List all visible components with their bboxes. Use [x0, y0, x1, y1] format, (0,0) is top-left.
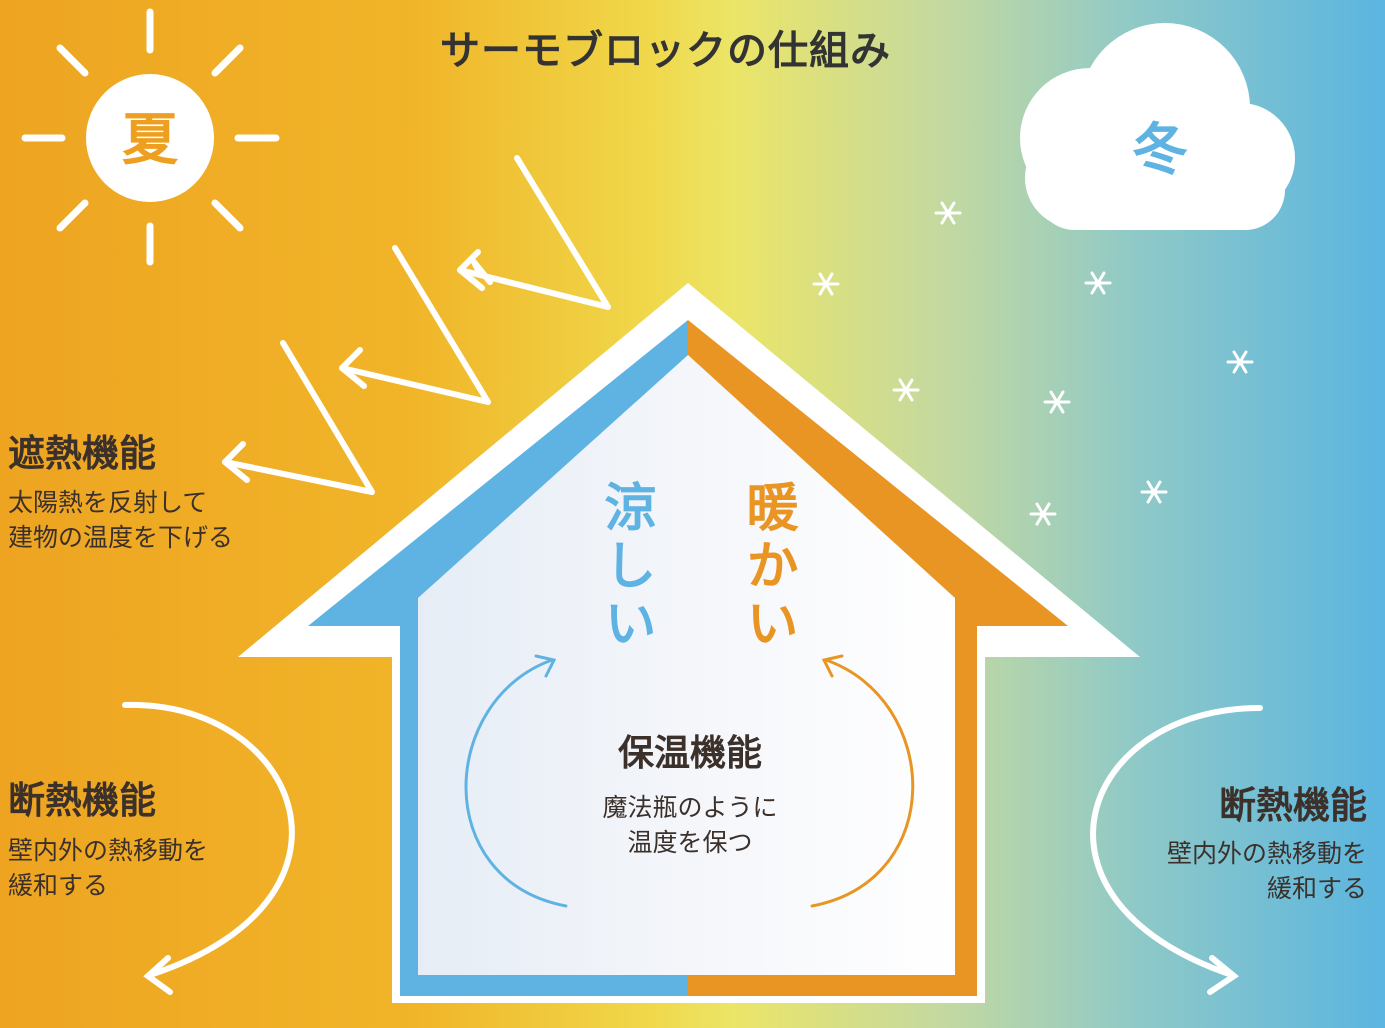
- description-line: 魔法瓶のように: [602, 793, 778, 822]
- description-line: 温度を保つ: [627, 828, 753, 857]
- insulation-heading-right: 断熱機能: [1219, 784, 1367, 827]
- warm-label: 暖かい: [737, 480, 797, 654]
- winter-label: 冬: [1132, 118, 1188, 183]
- heat-retention-description: 魔法瓶のように 温度を保つ: [530, 790, 850, 860]
- description-line: 緩和する: [8, 871, 109, 900]
- snowflake-icon: [812, 201, 1254, 526]
- heat-shield-heading: 遮熱機能: [8, 432, 156, 475]
- description-line: 壁内外の熱移動を: [1166, 839, 1367, 868]
- reflect-arrow-icon: [222, 155, 611, 495]
- description-line: 建物の温度を下げる: [8, 523, 234, 552]
- house-interior: [418, 355, 955, 975]
- cool-label: 涼しい: [595, 480, 655, 654]
- heat-retention-heading: 保温機能: [617, 733, 762, 774]
- heat-shield-description: 太陽熱を反射して 建物の温度を下げる: [8, 485, 233, 555]
- curved-arrow-icon: [464, 654, 915, 908]
- description-line: 壁内外の熱移動を: [8, 836, 209, 865]
- sun-icon: [21, 8, 280, 266]
- insulation-heading-left: 断熱機能: [8, 779, 156, 822]
- cloud-icon: [1020, 23, 1295, 230]
- description-line: 太陽熱を反射して: [8, 488, 208, 517]
- summer-label: 夏: [122, 108, 178, 173]
- description-line: 緩和する: [1266, 874, 1367, 903]
- page-title: サーモブロックの仕組み: [440, 28, 891, 74]
- insulation-description-left: 壁内外の熱移動を 緩和する: [8, 833, 208, 903]
- curved-arrow-icon: [122, 701, 1263, 995]
- insulation-description-right: 壁内外の熱移動を 緩和する: [1167, 836, 1367, 906]
